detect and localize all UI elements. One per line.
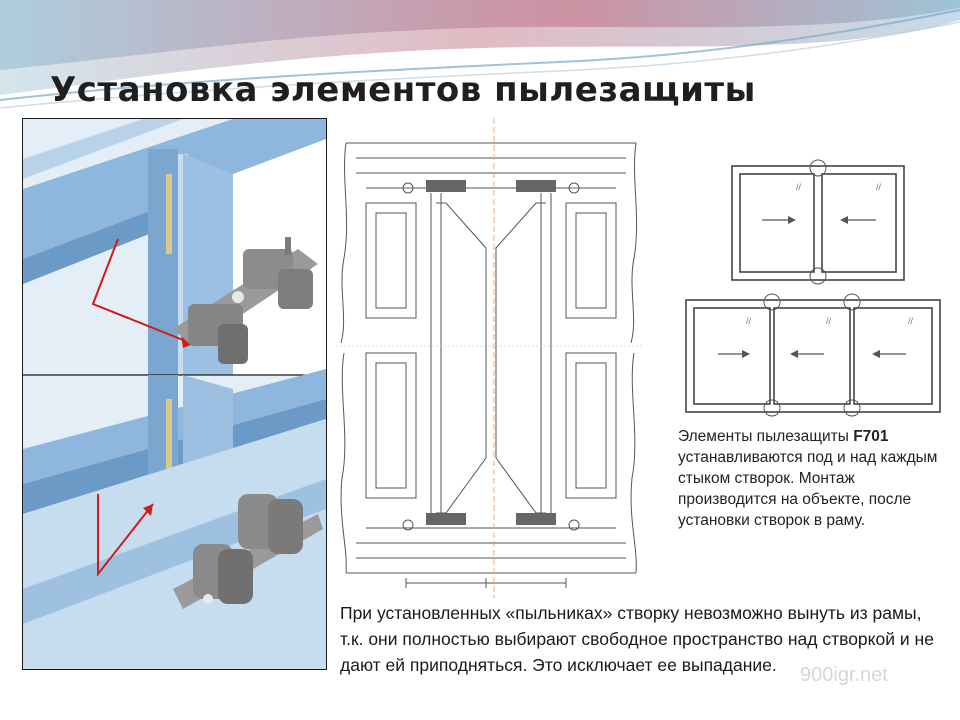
dust-guard-clip-lower bbox=[173, 494, 323, 609]
svg-text://: // bbox=[746, 316, 752, 326]
desc-suffix: устанавливаются под и над каждым стыком … bbox=[678, 449, 938, 529]
arrow-top bbox=[91, 238, 194, 345]
three-sash-window-diagram: // // // bbox=[685, 293, 941, 417]
svg-text://: // bbox=[876, 182, 882, 192]
page-title: Установка элементов пылезащиты bbox=[50, 70, 756, 110]
svg-text://: // bbox=[826, 316, 832, 326]
dust-guard-description: Элементы пылезащиты F701 устанавливаются… bbox=[678, 426, 948, 531]
dust-guard-clip-icon bbox=[173, 237, 318, 364]
section-drawing bbox=[336, 118, 644, 598]
installation-note: При установленных «пыльниках» створку не… bbox=[340, 603, 934, 675]
svg-text://: // bbox=[908, 316, 914, 326]
two-sash-window-diagram: // // bbox=[731, 159, 905, 285]
header-banner bbox=[0, 0, 960, 109]
watermark: 900igr.net bbox=[800, 664, 888, 686]
product-code: F701 bbox=[853, 428, 889, 445]
arrow-bottom bbox=[97, 494, 154, 577]
svg-text://: // bbox=[796, 182, 802, 192]
desc-prefix: Элементы пылезащиты bbox=[678, 428, 854, 445]
installation-photo bbox=[22, 118, 327, 670]
